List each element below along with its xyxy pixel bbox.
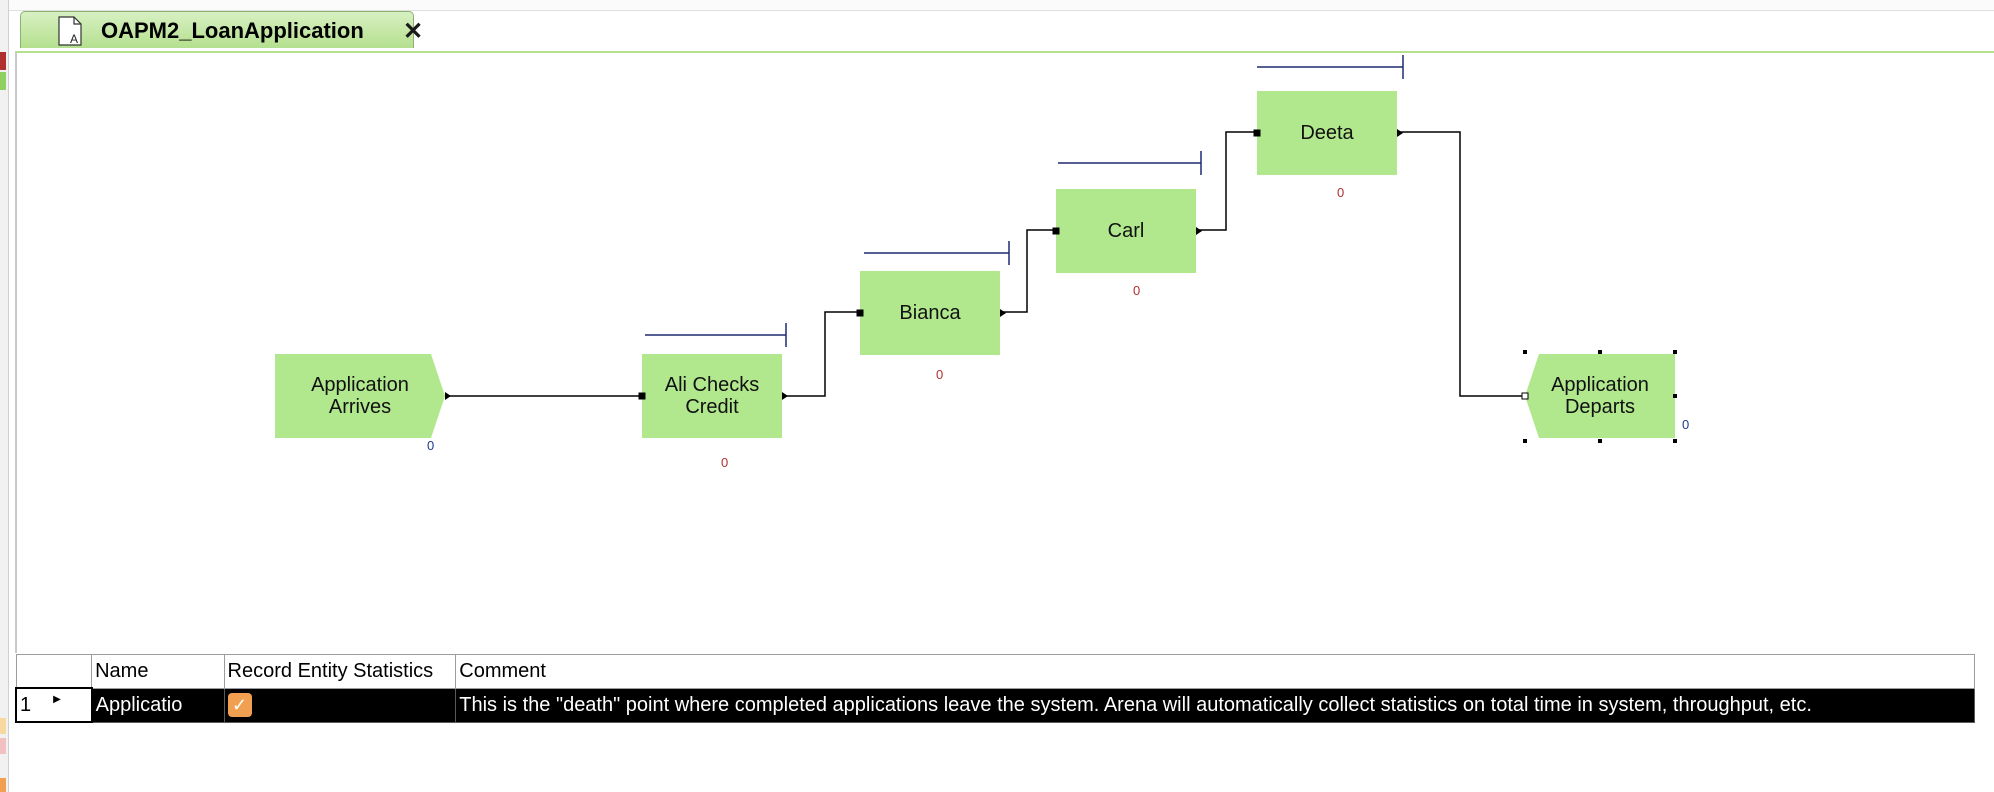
- table-row[interactable]: 1▶ Applicatio ✓ This is the "death" poin…: [15, 687, 1975, 723]
- row-pointer-icon: ▶: [53, 693, 61, 705]
- strip-mark-orange: [0, 718, 6, 734]
- document-icon: A: [58, 16, 82, 46]
- close-icon[interactable]: ✕: [403, 18, 424, 45]
- entry-point-carl: [1052, 227, 1060, 235]
- menu-bar-remnant: [0, 0, 1994, 11]
- selection-handle-6: [1673, 439, 1677, 443]
- selection-handle-3: [1673, 394, 1677, 398]
- connector-deeta-depart: [1397, 131, 1525, 397]
- grid-cell-comment[interactable]: This is the "death" point where complete…: [455, 687, 1975, 723]
- grid-header-name[interactable]: Name: [91, 654, 225, 689]
- module-shape-arrive: [275, 354, 445, 438]
- exit-point-ali: [782, 392, 788, 400]
- exit-point-arrive: [445, 392, 451, 400]
- left-toolbar-strip: [0, 0, 9, 792]
- module-count-arrive: 0: [427, 438, 435, 453]
- grid-cell-record-stats[interactable]: ✓: [223, 687, 457, 723]
- module-shape-bianca: [860, 271, 1000, 355]
- module-label-depart[interactable]: Application Departs: [1551, 374, 1649, 418]
- svg-text:A: A: [70, 32, 78, 46]
- connector-bianca-carl: [1000, 229, 1056, 313]
- selection-handle-4: [1523, 439, 1527, 443]
- grid-header-comment[interactable]: Comment: [455, 654, 1975, 689]
- exit-point-deeta: [1397, 129, 1403, 137]
- module-shape-depart: [1525, 354, 1675, 438]
- exit-point-carl: [1196, 227, 1202, 235]
- tab-title: OAPM2_LoanApplication: [101, 18, 364, 43]
- checkbox-checked-icon[interactable]: ✓: [227, 693, 252, 717]
- grid-header-record-stats[interactable]: Record Entity Statistics: [223, 654, 457, 689]
- connector-ali-bianca: [782, 311, 860, 397]
- module-count-deeta: 0: [1337, 185, 1345, 200]
- module-count-carl: 0: [1133, 283, 1141, 298]
- strip-mark-amber: [0, 778, 6, 792]
- selection-handle-1: [1598, 350, 1602, 354]
- entry-point-ali: [638, 392, 646, 400]
- module-label-ali[interactable]: Ali Checks Credit: [664, 374, 760, 418]
- module-shape-ali: [642, 354, 782, 438]
- module-label-deeta[interactable]: Deeta: [1300, 122, 1354, 144]
- module-shape-deeta: [1257, 91, 1397, 175]
- flowchart-svg: [275, 55, 1677, 443]
- module-label-bianca[interactable]: Bianca: [899, 302, 961, 324]
- strip-mark-pink: [0, 738, 6, 754]
- grid-header-rownum: [15, 654, 93, 689]
- module-label-carl[interactable]: Carl: [1107, 220, 1145, 242]
- entry-point-bianca: [856, 309, 864, 317]
- document-tab[interactable]: A OAPM2_LoanApplication ✕: [20, 11, 423, 48]
- selection-handle-0: [1523, 350, 1527, 354]
- exit-point-bianca: [1000, 309, 1006, 317]
- grid-cell-rownum[interactable]: 1▶: [15, 687, 93, 723]
- entry-point-deeta: [1253, 129, 1261, 137]
- module-count-depart: 0: [1682, 417, 1690, 432]
- data-grid: Name Record Entity Statistics Comment 1▶…: [15, 654, 1975, 723]
- module-shape-carl: [1056, 189, 1196, 273]
- selection-handle-2: [1673, 350, 1677, 354]
- strip-mark-red: [0, 52, 6, 70]
- entry-point-depart: [1521, 392, 1529, 400]
- module-count-bianca: 0: [936, 367, 944, 382]
- connector-carl-deeta: [1196, 131, 1257, 231]
- grid-cell-name[interactable]: Applicatio: [91, 687, 225, 723]
- module-count-ali: 0: [721, 455, 729, 470]
- strip-mark-green: [0, 72, 6, 90]
- selection-handle-5: [1598, 439, 1602, 443]
- module-label-arrive[interactable]: Application Arrives: [311, 374, 409, 418]
